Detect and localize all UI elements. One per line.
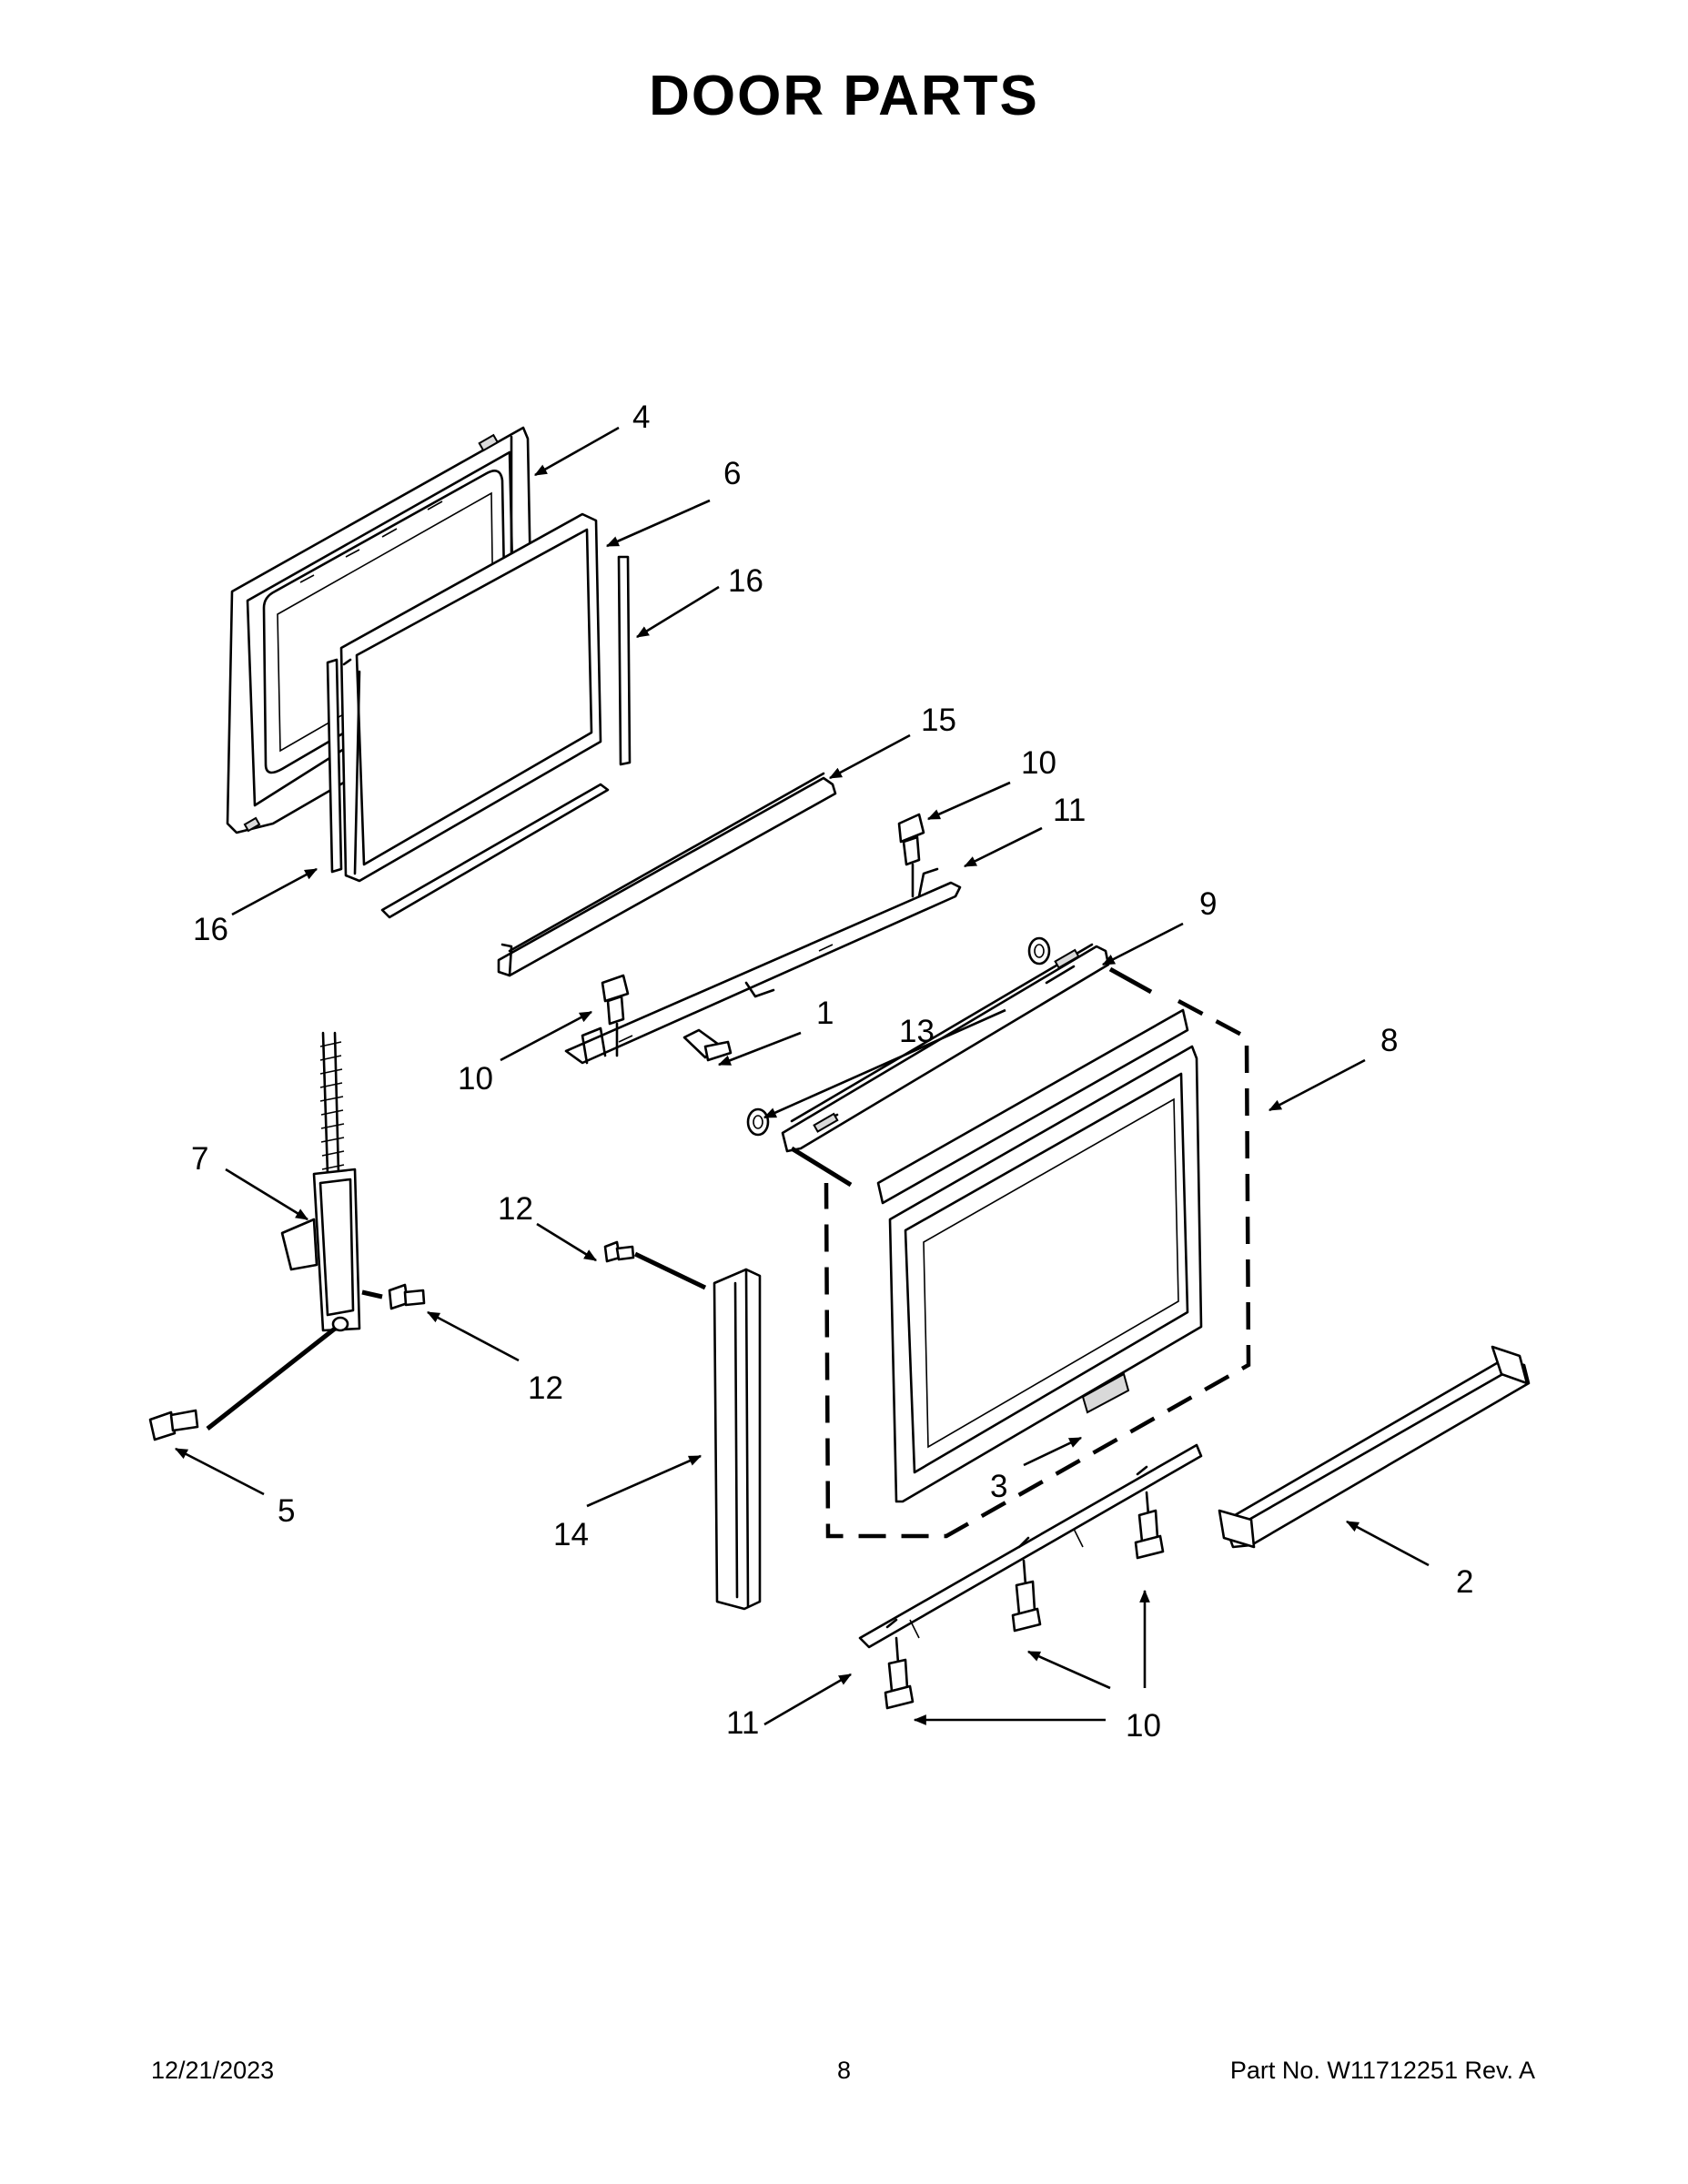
screw-12-center [603,1240,635,1263]
callout-2: 2 [1456,1564,1473,1600]
screw-lower-left [884,1636,915,1710]
screw-5 [148,1409,199,1441]
door-vent-trim [497,772,837,977]
callout-10-left: 10 [458,1061,493,1097]
callout-12-center: 12 [498,1191,533,1227]
callout-9: 9 [1199,886,1217,922]
screw-upper-left [601,974,630,1057]
door-handle [1218,1345,1531,1549]
assembly-leader-lines [206,966,1153,1431]
callout-4: 4 [632,399,650,435]
callout-13: 13 [899,1014,935,1049]
screw-lower-middle [1011,1559,1042,1633]
hinge [280,1031,361,1332]
callout-10-bottom: 10 [1126,1708,1161,1744]
callout-arrows [174,426,1430,1726]
callout-7: 7 [191,1141,208,1177]
footer-part-number: Part No. W11712251 Rev. A [1229,2057,1535,2084]
callout-3: 3 [990,1469,1007,1504]
callout-6: 6 [723,456,741,491]
callout-15: 15 [921,703,956,738]
callout-10-top: 10 [1021,745,1056,781]
callout-11-top: 11 [1053,793,1086,828]
callout-11-bottom: 11 [726,1705,759,1741]
callout-12-right: 12 [528,1370,563,1406]
outer-door-assembly [824,999,1251,1539]
door-bottom-bracket [858,1443,1203,1649]
washers [746,936,1051,1137]
door-top-bracket [564,867,962,1065]
side-trim [713,1268,762,1611]
glass-retainer-strips [326,555,632,919]
callout-5: 5 [278,1493,295,1529]
page-title: DOOR PARTS [649,65,1039,127]
callout-8: 8 [1380,1023,1398,1058]
screw-1 [682,1028,733,1062]
screw-12-left [388,1283,426,1310]
footer-page-number: 8 [836,2057,852,2084]
callout-16-top: 16 [728,563,763,599]
callout-14: 14 [553,1517,589,1552]
callout-16-left: 16 [193,912,228,947]
door-glass [339,512,602,883]
door-channel [781,943,1110,1153]
callout-1: 1 [816,996,834,1031]
footer-date: 12/21/2023 [151,2057,275,2084]
screw-upper-right [897,813,925,898]
screw-lower-right [1134,1491,1165,1560]
